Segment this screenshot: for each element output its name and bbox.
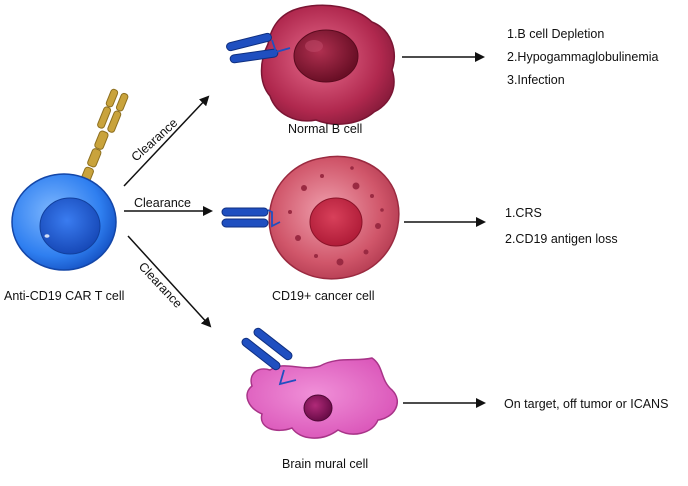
- outcome-c-2: 2.CD19 antigen loss: [505, 232, 618, 246]
- car-receptor-icon: [79, 88, 129, 186]
- cancer-cell-label: CD19+ cancer cell: [272, 289, 374, 303]
- outcome-b-1: 1.B cell Depletion: [507, 27, 604, 41]
- antibody-icon: [226, 32, 291, 64]
- outcome-b-3: 3.Infection: [507, 73, 565, 87]
- arrow-to-normal-b-cell: [123, 95, 210, 187]
- normal-b-cell-label: Normal B cell: [288, 122, 362, 136]
- clearance-label-3: Clearance: [136, 259, 185, 310]
- arrow-to-mural-cell: [127, 235, 212, 328]
- clearance-label-1: Clearance: [129, 116, 181, 165]
- antibody-icon: [221, 207, 281, 228]
- brain-mural-cell: [246, 357, 398, 439]
- mural-cell-label: Brain mural cell: [282, 457, 368, 471]
- car-t-nucleus: [39, 197, 101, 255]
- outcome-b-2: 2.Hypogammaglobulinemia: [507, 50, 659, 64]
- normal-b-cell: [260, 4, 395, 125]
- cd19-cancer-cell: [268, 155, 400, 280]
- antibody-icon: [241, 327, 297, 386]
- car-t-label: Anti-CD19 CAR T cell: [4, 289, 124, 303]
- outcome-c-1: 1.CRS: [505, 206, 542, 220]
- car-t-cell: [11, 88, 129, 271]
- cancer-granules: [288, 166, 384, 266]
- clearance-label-2: Clearance: [134, 196, 191, 210]
- outcome-m-1: On target, off tumor or ICANS: [504, 397, 668, 411]
